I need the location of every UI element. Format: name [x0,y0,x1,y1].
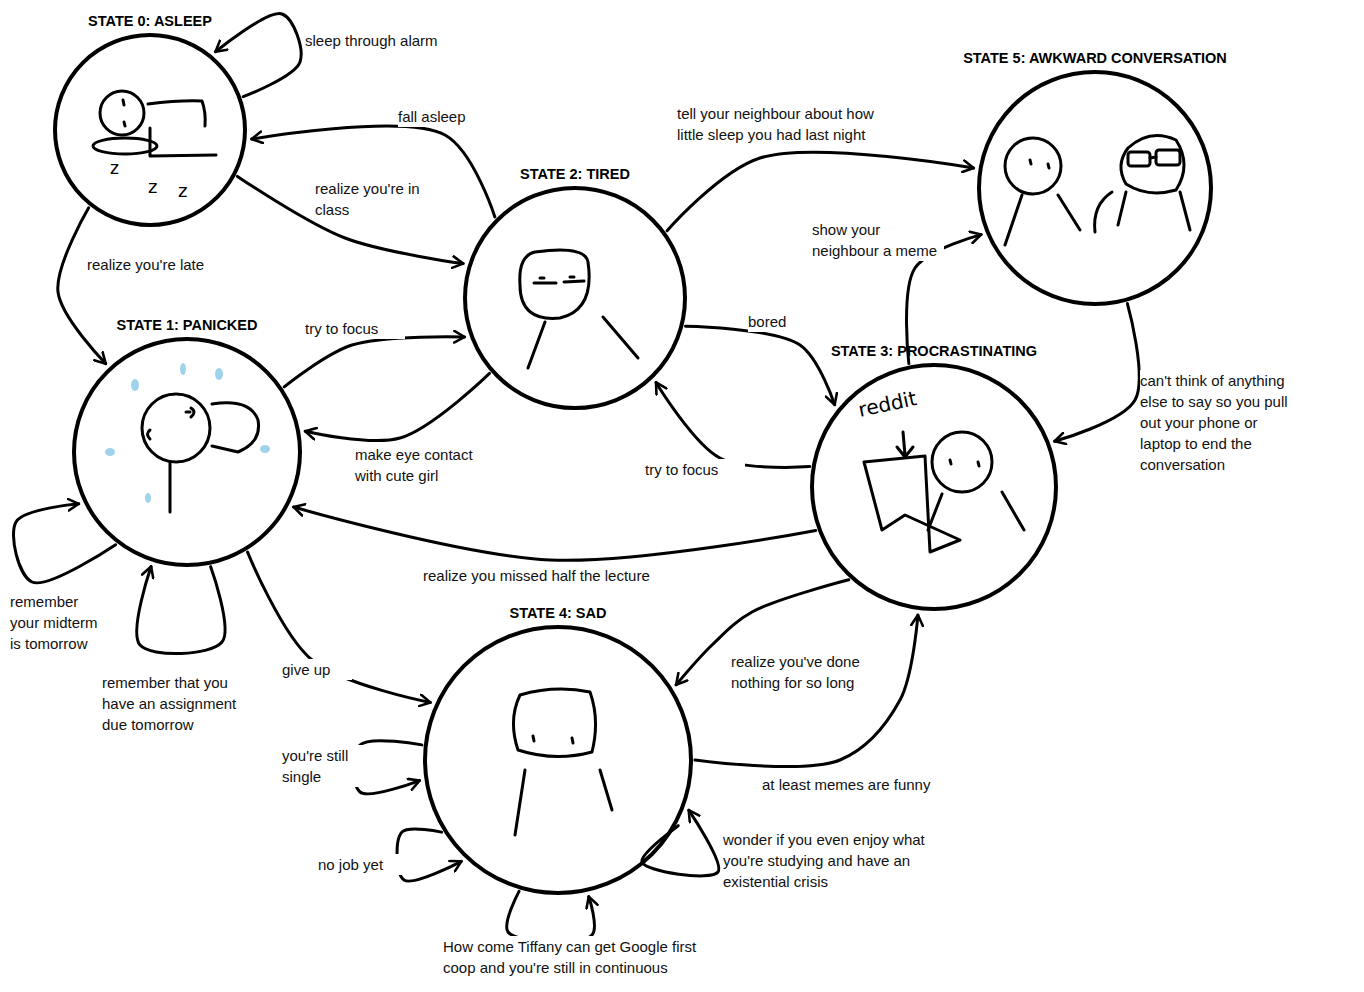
state-circle: STATE 2: TIRED [463,186,687,410]
sweat-drops [105,363,270,503]
transition-label: make eye contact with cute girl [355,444,485,486]
state-circle: STATE 5: AWKWARD CONVERSATION [977,70,1213,306]
state-heading: STATE 5: AWKWARD CONVERSATION [963,50,1227,66]
transition-arrow [58,208,106,364]
screen-text: reddit [856,386,919,422]
circle-outline [977,70,1213,306]
state-circle: STATE 4: SAD [423,625,693,895]
transition-label: How come Tiffany can get Google first co… [443,936,725,978]
transition-label: realize you're in class [315,178,430,220]
transition-arrow [656,382,810,467]
circle-outline [463,186,687,410]
transition-label: remember your midterm is tomorrow [10,591,106,654]
laptop-figure [864,432,1024,552]
transition-arrow [284,337,464,387]
transition-arrow [685,326,834,404]
transition-arrow [1055,304,1140,442]
transition-arrow [248,552,431,702]
state-heading: STATE 4: SAD [510,605,607,621]
circle-outline [423,625,693,895]
transition-label: no job yet [318,854,408,875]
transition-label: wonder if you even enjoy what you're stu… [723,829,951,892]
transition-arrow [137,567,225,654]
transition-arrow [507,891,595,942]
transition-label: give up [282,659,352,680]
state-heading: STATE 1: PANICKED [117,317,258,333]
transition-label: try to focus [645,459,745,480]
transition-label: at least memes are funny [762,774,952,795]
circle-outline [53,33,247,227]
circle-outline [810,363,1058,611]
sad-figure [513,689,612,835]
transition-label: fall asleep [398,106,488,127]
transition-arrow [294,507,816,560]
transition-label: realize you've done nothing for so long [731,651,879,693]
transition-arrow [237,176,463,263]
tired-figure [520,250,638,368]
transition-label: show your neighbour a meme [812,219,944,261]
transition-label: realize you're late [87,254,227,275]
transition-label: remember that you have an assignment due… [102,672,250,735]
transition-label: can't think of anything else to say so y… [1140,370,1300,475]
transition-arrow [642,810,719,876]
state-heading: STATE 0: ASLEEP [88,13,212,29]
state-circle: STATE 1: PANICKED [72,337,302,567]
sleeping-figure [93,91,216,156]
transition-arrow [305,373,489,440]
state-circle: STATE 3: PROCRASTINATING [810,363,1058,611]
transition-arrow [215,14,301,97]
panicked-figure [142,394,259,512]
transition-label: bored [748,311,808,332]
transition-label: tell your neighbour about how little sle… [677,103,899,145]
transition-arrow [14,504,116,583]
transition-label: you're still single [282,745,368,787]
sleep-letter: z [148,176,157,197]
transition-arrow [695,615,918,767]
state-heading: STATE 3: PROCRASTINATING [831,343,1037,359]
transition-label: sleep through alarm [305,30,455,51]
sleep-letter: z [178,180,187,201]
sleep-letter: z [110,158,119,178]
transition-label: realize you missed half the lecture [423,565,683,586]
circle-outline [72,337,302,567]
talking-figures [1005,136,1190,246]
state-heading: STATE 2: TIRED [520,166,630,182]
transition-label: try to focus [305,318,405,339]
state-circle: STATE 0: ASLEEP [53,33,247,227]
